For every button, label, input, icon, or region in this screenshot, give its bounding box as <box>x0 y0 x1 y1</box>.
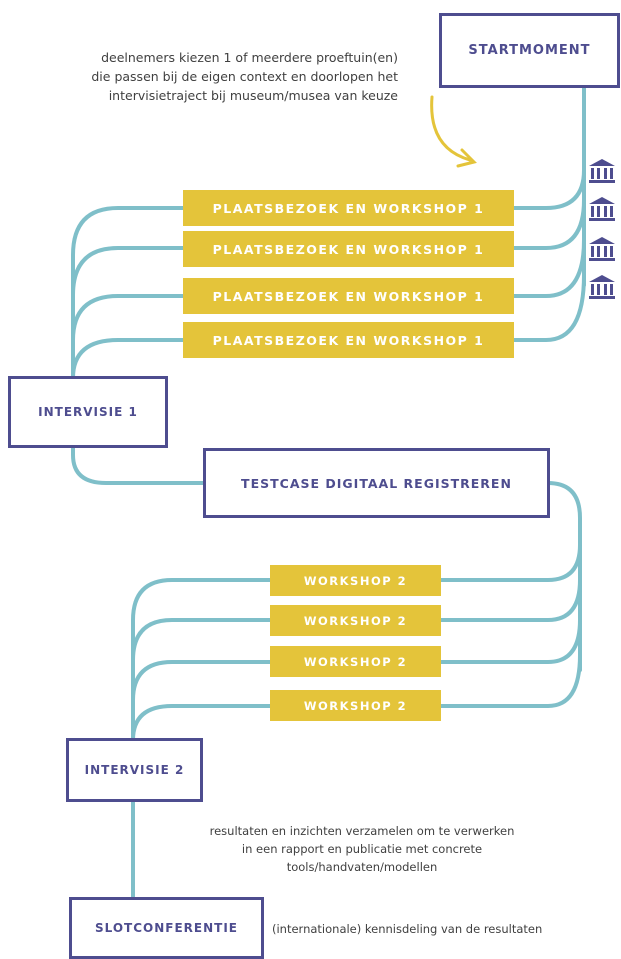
intro-note-line-1: deelnemers kiezen 1 of meerdere proeftui… <box>101 50 398 65</box>
results-note-line-3: tools/handvaten/modellen <box>286 860 438 874</box>
intro-note: deelnemers kiezen 1 of meerdere proeftui… <box>58 48 398 105</box>
connector-ws1-2-int1 <box>71 246 185 297</box>
connector-testcase-ws2-1 <box>439 543 582 582</box>
slotconferentie-box: SLOTCONFERENTIE <box>69 897 264 959</box>
connector-ws1-1-int1 <box>71 206 185 380</box>
startmoment-box: STARTMOMENT <box>439 13 620 88</box>
museum-icon <box>589 237 615 261</box>
connector-start-ws1-3 <box>512 238 586 298</box>
connector-start-ws1-4 <box>512 273 586 342</box>
intervisie1-label: INTERVISIE 1 <box>38 405 138 419</box>
results-note: resultaten en inzichten verzamelen om te… <box>182 822 542 876</box>
workshop1-box: PLAATSBEZOEK EN WORKSHOP 1 <box>183 190 514 226</box>
slotconferentie-label: SLOTCONFERENTIE <box>94 921 239 935</box>
connector-start-ws1-1 <box>512 168 586 210</box>
workshop1-box: PLAATSBEZOEK EN WORKSHOP 1 <box>183 278 514 314</box>
workshop2-box: WORKSHOP 2 <box>270 605 441 636</box>
intro-note-line-3: intervisietraject bij museum/musea van k… <box>108 88 398 103</box>
connector-testcase-ws2-3 <box>439 618 582 664</box>
slot-note-text: (internationale) kennisdeling van de res… <box>272 922 543 936</box>
workshop1-label: PLAATSBEZOEK EN WORKSHOP 1 <box>212 332 485 348</box>
museum-icon <box>589 275 615 299</box>
workshop1-box: PLAATSBEZOEK EN WORKSHOP 1 <box>183 231 514 267</box>
intro-note-line-2: die passen bij de eigen context en doorl… <box>91 69 398 84</box>
startmoment-label: STARTMOMENT <box>468 43 591 58</box>
connector-ws2-2-int2 <box>131 618 272 662</box>
workshop1-label: PLAATSBEZOEK EN WORKSHOP 1 <box>212 200 485 216</box>
connector-int1-testcase <box>71 444 207 485</box>
workshop2-label: WORKSHOP 2 <box>303 613 408 628</box>
connector-ws2-1-int2 <box>131 578 272 742</box>
intervisie2-label: INTERVISIE 2 <box>84 763 185 777</box>
connector-ws2-3-int2 <box>131 660 272 702</box>
testcase-box: TESTCASE DIGITAAL REGISTREREN <box>203 448 550 518</box>
connector-testcase-trunk <box>546 481 582 672</box>
results-note-line-2: in een rapport en publicatie met concret… <box>241 842 483 856</box>
connector-testcase-ws2-4 <box>439 653 582 708</box>
intervisie1-box: INTERVISIE 1 <box>8 376 168 448</box>
workshop1-label: PLAATSBEZOEK EN WORKSHOP 1 <box>212 241 485 257</box>
workshop2-label: WORKSHOP 2 <box>303 698 408 713</box>
connector-start-ws1-2 <box>512 198 586 250</box>
connector-ws1-4-int1 <box>71 338 185 380</box>
curved-arrow-icon <box>430 95 477 168</box>
museum-icon <box>589 159 615 183</box>
connector-ws1-3-int1 <box>71 294 185 342</box>
workshop2-box: WORKSHOP 2 <box>270 565 441 596</box>
workshop2-box: WORKSHOP 2 <box>270 690 441 721</box>
results-note-line-1: resultaten en inzichten verzamelen om te… <box>209 824 515 838</box>
workshop2-box: WORKSHOP 2 <box>270 646 441 677</box>
intervisie2-box: INTERVISIE 2 <box>66 738 203 802</box>
workshop2-label: WORKSHOP 2 <box>303 573 408 588</box>
slot-note: (internationale) kennisdeling van de res… <box>272 921 612 937</box>
workshop2-label: WORKSHOP 2 <box>303 654 408 669</box>
museum-icon <box>589 197 615 221</box>
connector-ws2-4-int2 <box>131 704 272 742</box>
testcase-label: TESTCASE DIGITAAL REGISTREREN <box>241 475 512 491</box>
connector-testcase-ws2-2 <box>439 578 582 622</box>
workshop1-box: PLAATSBEZOEK EN WORKSHOP 1 <box>183 322 514 358</box>
workshop1-label: PLAATSBEZOEK EN WORKSHOP 1 <box>212 288 485 304</box>
